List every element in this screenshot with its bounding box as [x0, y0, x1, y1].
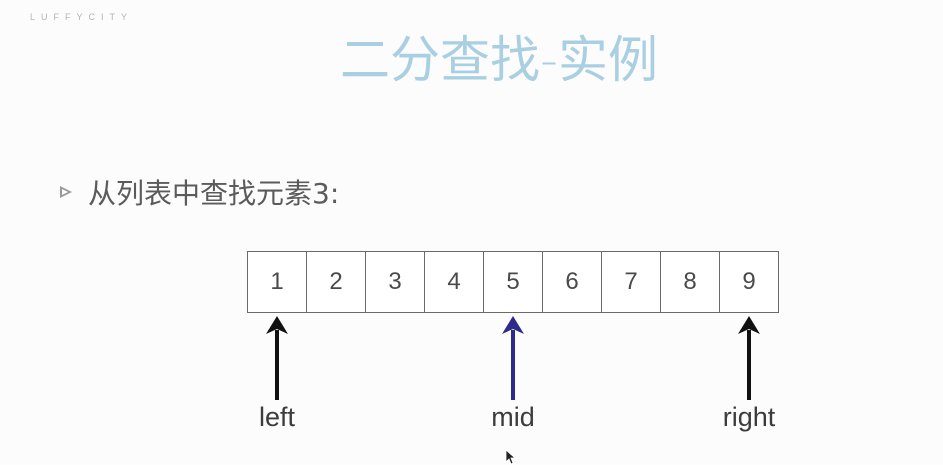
array-cell: 6 — [543, 251, 602, 313]
array-cell: 8 — [661, 251, 720, 313]
pointer-label: left — [258, 402, 296, 432]
array-cell: 4 — [425, 251, 484, 313]
array-cell: 2 — [307, 251, 366, 313]
array-cell: 1 — [248, 251, 307, 313]
pointer-mid: mid — [473, 316, 553, 433]
up-arrow-icon — [502, 316, 524, 400]
array-cell: 3 — [366, 251, 425, 313]
pointer-right: right — [709, 316, 789, 433]
pointer-label: mid — [491, 402, 535, 432]
slide-title: 二分查找-实例 — [340, 31, 659, 89]
up-arrow-icon — [266, 316, 288, 400]
pointer-left: left — [237, 316, 317, 433]
up-arrow-icon — [738, 316, 760, 400]
array-cell: 5 — [484, 251, 543, 313]
array-cell: 9 — [720, 251, 779, 313]
bullet-text: 从列表中查找元素3: — [88, 177, 340, 210]
brand-logo: LUFFYCITY — [30, 12, 134, 22]
array-cell: 7 — [602, 251, 661, 313]
bullet-row: 从列表中查找元素3: — [58, 172, 339, 212]
mouse-cursor-icon — [505, 449, 517, 465]
pointer-label: right — [722, 402, 776, 432]
triangle-bullet-icon — [58, 184, 74, 200]
